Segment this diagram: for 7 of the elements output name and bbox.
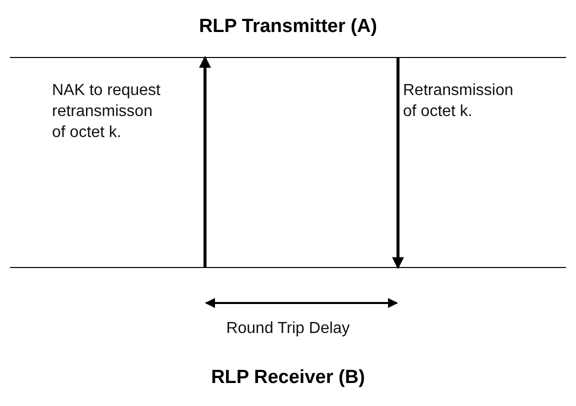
arrow bbox=[199, 56, 211, 268]
edge-label: NAK to request retransmisson of octet k. bbox=[52, 81, 162, 143]
timeline-heading: RLP Transmitter (A) bbox=[198, 16, 378, 38]
edge-label: Retransmission of octet k. bbox=[403, 81, 514, 122]
timeline-heading: RLP Receiver (B) bbox=[211, 367, 365, 389]
arrow bbox=[392, 57, 404, 270]
dimension-label: Round Trip Delay bbox=[226, 320, 350, 337]
